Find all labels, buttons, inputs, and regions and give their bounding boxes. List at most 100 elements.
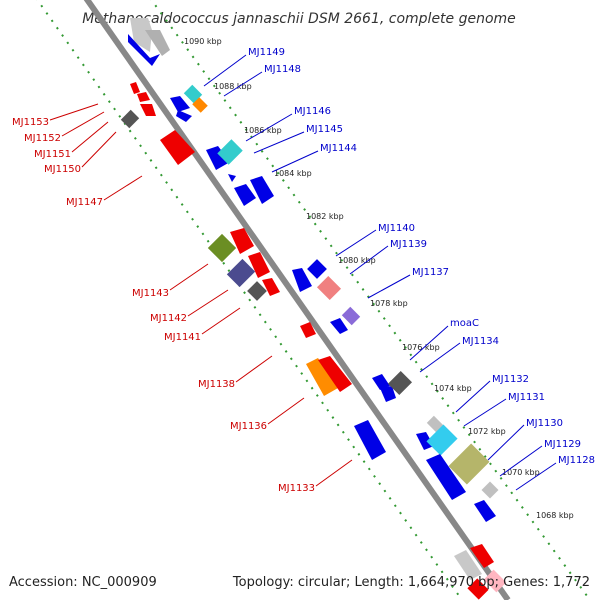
- genome-summary-text: Topology: circular; Length: 1,664,970 bp…: [232, 575, 590, 590]
- kbp-label: 1068 kbp: [536, 511, 574, 520]
- gene-arrow[interactable]: [176, 110, 192, 122]
- gene-box[interactable]: [387, 370, 413, 396]
- gene-arrow[interactable]: [262, 278, 280, 296]
- gene-label-mj1151[interactable]: MJ1151: [34, 149, 71, 160]
- kbp-label: 1070 kbp: [502, 468, 540, 477]
- gene-arrow[interactable]: [140, 104, 156, 116]
- gene-box[interactable]: [341, 306, 361, 326]
- gene-arrow[interactable]: [426, 454, 466, 500]
- kbp-label: 1086 kbp: [244, 126, 282, 135]
- gene-label-mj1142[interactable]: MJ1142: [150, 313, 187, 324]
- gene-label-mj1148[interactable]: MJ1148: [264, 64, 301, 75]
- gene-label-mj1153[interactable]: MJ1153: [12, 117, 49, 128]
- gene-box[interactable]: [226, 258, 256, 288]
- gene-label-mj1147[interactable]: MJ1147: [66, 197, 103, 208]
- gene-arrow[interactable]: [300, 322, 316, 338]
- callout-line: [335, 229, 377, 257]
- minus-strand-labels: [49, 103, 353, 487]
- kbp-label: 1072 kbp: [468, 427, 506, 436]
- gene-features: [120, 18, 507, 600]
- gene-label-mj1134[interactable]: MJ1134: [462, 336, 499, 347]
- gene-box[interactable]: [467, 578, 489, 600]
- gene-box[interactable]: [483, 569, 507, 593]
- gene-arrow[interactable]: [137, 92, 150, 102]
- gene-arrow[interactable]: [228, 174, 236, 182]
- gene-label-mj1144[interactable]: MJ1144: [320, 143, 357, 154]
- gene-label-mj1139[interactable]: MJ1139: [390, 239, 427, 250]
- gene-box[interactable]: [448, 443, 490, 485]
- callout-line: [267, 397, 305, 425]
- gene-arrow[interactable]: [160, 130, 195, 165]
- gene-label-mj1131[interactable]: MJ1131: [508, 392, 545, 403]
- gene-label-mj1140[interactable]: MJ1140: [378, 223, 415, 234]
- gene-label-mj1150[interactable]: MJ1150: [44, 164, 81, 175]
- gene-arrow[interactable]: [170, 96, 190, 112]
- gene-arrow[interactable]: [206, 146, 230, 170]
- gene-box[interactable]: [316, 275, 342, 301]
- kbp-label: 1080 kbp: [338, 256, 376, 265]
- gene-arrow[interactable]: [128, 34, 160, 66]
- gene-arrow[interactable]: [248, 252, 270, 278]
- gene-label-moac[interactable]: moaC: [450, 318, 479, 329]
- gene-label-mj1132[interactable]: MJ1132: [492, 374, 529, 385]
- callout-line: [61, 111, 105, 137]
- gene-label-mj1145[interactable]: MJ1145: [306, 124, 343, 135]
- gene-box[interactable]: [247, 281, 267, 301]
- gene-arrow[interactable]: [454, 550, 482, 580]
- gene-box[interactable]: [217, 139, 243, 165]
- callout-line: [223, 71, 263, 97]
- gene-label-mj1141[interactable]: MJ1141: [164, 332, 201, 343]
- gene-box[interactable]: [307, 259, 327, 279]
- gene-label-mj1149[interactable]: MJ1149: [248, 47, 285, 58]
- gene-arrow[interactable]: [145, 30, 170, 56]
- callout-line: [367, 274, 411, 299]
- gene-arrow[interactable]: [380, 386, 396, 402]
- gene-arrow[interactable]: [306, 358, 338, 396]
- gene-label-mj1138[interactable]: MJ1138: [198, 379, 235, 390]
- gene-box[interactable]: [192, 97, 208, 113]
- callout-line: [315, 459, 353, 487]
- callout-line: [349, 245, 389, 275]
- gene-arrow[interactable]: [318, 356, 352, 392]
- gene-box[interactable]: [207, 233, 237, 263]
- minus-strand-label-text: MJ1153 MJ1152 MJ1151 MJ1150 MJ1147 MJ114…: [12, 117, 315, 494]
- gene-arrow[interactable]: [354, 420, 386, 460]
- callout-line: [409, 325, 449, 361]
- gene-label-mj1129[interactable]: MJ1129: [544, 439, 581, 450]
- gene-arrow[interactable]: [130, 18, 152, 52]
- gene-arrow[interactable]: [234, 184, 256, 206]
- callout-line: [169, 263, 209, 291]
- gene-label-mj1146[interactable]: MJ1146: [294, 106, 331, 117]
- plus-strand-labels: [203, 54, 557, 491]
- callout-line: [187, 289, 229, 317]
- callout-line: [235, 355, 273, 383]
- gene-arrow[interactable]: [372, 374, 390, 390]
- gene-box[interactable]: [183, 84, 203, 104]
- gene-arrow[interactable]: [474, 500, 496, 522]
- gene-arrow[interactable]: [130, 82, 140, 94]
- gene-label-mj1152[interactable]: MJ1152: [24, 133, 61, 144]
- gene-arrow[interactable]: [250, 176, 274, 204]
- gene-arrow[interactable]: [330, 318, 348, 334]
- gene-arrow[interactable]: [230, 228, 254, 254]
- gene-arrow[interactable]: [416, 432, 434, 450]
- gene-arrow[interactable]: [292, 268, 312, 292]
- callout-line: [81, 131, 117, 168]
- gene-box[interactable]: [481, 481, 499, 499]
- gene-box[interactable]: [426, 424, 458, 456]
- plus-strand-label-text: MJ1149 MJ1148 MJ1146 MJ1145 MJ1144 MJ114…: [248, 47, 595, 466]
- kbp-label: 1082 kbp: [306, 212, 344, 221]
- gene-label-mj1130[interactable]: MJ1130: [526, 418, 563, 429]
- gene-arrow[interactable]: [470, 544, 494, 568]
- callout-line: [245, 113, 293, 142]
- gene-label-mj1133[interactable]: MJ1133: [278, 483, 315, 494]
- genome-backbone: [83, 0, 511, 600]
- callout-line: [499, 445, 543, 477]
- callout-line: [487, 424, 525, 461]
- gene-label-mj1143[interactable]: MJ1143: [132, 288, 169, 299]
- gene-label-mj1137[interactable]: MJ1137: [412, 267, 449, 278]
- gene-label-mj1136[interactable]: MJ1136: [230, 421, 267, 432]
- gene-box[interactable]: [120, 109, 140, 129]
- gene-label-mj1128[interactable]: MJ1128: [558, 455, 595, 466]
